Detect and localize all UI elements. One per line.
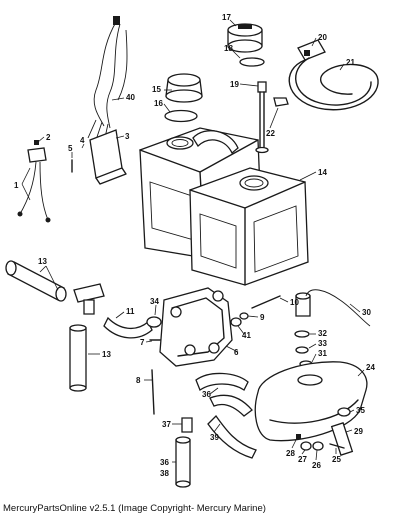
screw-2	[34, 140, 39, 145]
callout-1: 1	[14, 181, 19, 190]
fuel-line-coil	[288, 57, 379, 111]
hose-36-upper	[195, 372, 249, 391]
callout-28: 28	[286, 449, 295, 458]
tank-filler-necks	[166, 130, 269, 191]
vent-cap-gasket	[239, 57, 265, 67]
callout-37: 37	[162, 420, 171, 429]
wiring-harness	[87, 16, 128, 143]
callout-8: 8	[136, 376, 141, 385]
callout-9: 9	[260, 313, 265, 322]
fitting-22	[273, 97, 289, 107]
hose-11	[103, 316, 153, 339]
callout-13-lower: 13	[102, 350, 111, 359]
washer-9	[239, 312, 249, 320]
hose-39	[209, 394, 253, 417]
callout-33: 33	[318, 339, 327, 348]
callout-10: 10	[290, 298, 299, 307]
harness-assembly-1	[17, 147, 51, 223]
callout-11: 11	[126, 307, 135, 316]
rod-8	[151, 369, 155, 415]
oil-tank	[254, 361, 368, 442]
callout-31: 31	[318, 349, 327, 358]
copyright-caption: MercuryPartsOnline v2.5.1 (Image Copyrig…	[3, 503, 266, 514]
vent-cap-assembly	[227, 23, 263, 53]
nut-28	[296, 434, 301, 439]
fuel-tank-front	[189, 167, 309, 286]
fitting-35	[337, 407, 351, 417]
callout-19: 19	[230, 80, 239, 89]
callout-17: 17	[222, 13, 231, 22]
callout-39: 39	[210, 433, 219, 442]
callout-22: 22	[266, 129, 275, 138]
callout-13-upper: 13	[38, 257, 47, 266]
fuel-pump	[159, 287, 233, 367]
hose-13-lower	[69, 324, 87, 392]
hose-29	[330, 422, 354, 456]
switch-box-3	[89, 129, 127, 185]
callout-25: 25	[332, 455, 341, 464]
callout-14: 14	[318, 168, 327, 177]
washer-41	[230, 317, 242, 327]
hose-38	[175, 436, 191, 488]
fuel-line-connector	[297, 39, 326, 61]
callout-3: 3	[125, 132, 130, 141]
tee-fitting	[73, 283, 105, 315]
hose-13-upper	[5, 260, 67, 302]
fitting-37	[181, 417, 193, 433]
pickup-tube	[255, 81, 269, 154]
callout-16: 16	[154, 99, 163, 108]
gasket-31	[295, 346, 309, 354]
fitting-34	[146, 316, 162, 328]
callout-34: 34	[150, 297, 159, 306]
cap-gasket	[164, 109, 198, 123]
callout-18: 18	[224, 44, 233, 53]
callout-35: 35	[356, 406, 365, 415]
gasket-32	[294, 330, 310, 338]
parts-diagram: 1 2 3 4 5 6 7 8 9 10 11 13 13 14 15 16 1…	[5, 13, 379, 488]
callout-5: 5	[68, 144, 73, 153]
callout-15: 15	[152, 85, 161, 94]
washer-27	[300, 441, 312, 451]
oil-cap-assembly	[295, 289, 371, 327]
callout-36-lower: 36	[160, 458, 169, 467]
hose-36-lower	[207, 414, 257, 459]
callout-4: 4	[80, 136, 85, 145]
callout-24: 24	[366, 363, 375, 372]
callout-20: 20	[318, 33, 327, 42]
fill-cap	[165, 73, 203, 103]
callout-2: 2	[46, 133, 51, 142]
callout-26: 26	[312, 461, 321, 470]
callout-36-upper: 36	[202, 390, 211, 399]
callout-40: 40	[126, 93, 135, 102]
screw-10	[251, 295, 281, 309]
callout-7: 7	[140, 338, 145, 347]
washer-26	[312, 441, 324, 451]
callout-21: 21	[346, 58, 355, 67]
callout-32: 32	[318, 329, 327, 338]
callout-6: 6	[234, 348, 239, 357]
callout-27: 27	[298, 455, 307, 464]
callout-30: 30	[362, 308, 371, 317]
screw-25	[329, 443, 345, 449]
callout-38: 38	[160, 469, 169, 478]
callout-29: 29	[354, 427, 363, 436]
callout-41: 41	[242, 331, 251, 340]
